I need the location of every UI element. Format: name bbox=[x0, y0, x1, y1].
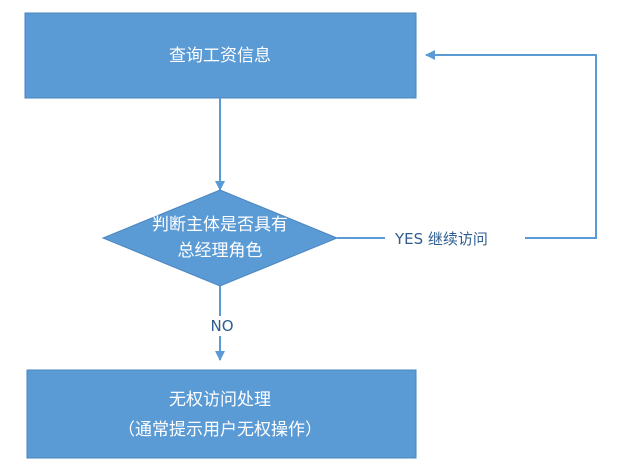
deny-label-line1: 无权访问处理 bbox=[169, 390, 271, 410]
yes-edge-label: YES 继续访问 bbox=[394, 230, 488, 248]
decision-diamond bbox=[101, 189, 339, 287]
query-node-label: 查询工资信息 bbox=[169, 46, 271, 66]
deny-node: 无权访问处理 （通常提示用户无权操作） bbox=[26, 369, 417, 459]
decision-label-line2: 总经理角色 bbox=[178, 241, 263, 261]
no-label-bg bbox=[203, 316, 241, 336]
query-node-box bbox=[24, 12, 417, 99]
deny-label-line2: （通常提示用户无权操作） bbox=[118, 420, 322, 440]
query-node: 查询工资信息 bbox=[24, 12, 417, 99]
yes-label-bg bbox=[385, 226, 525, 250]
decision-node: 判断主体是否具有 总经理角色 bbox=[101, 189, 339, 287]
no-edge-label: NO bbox=[210, 317, 233, 335]
deny-node-box bbox=[26, 369, 417, 459]
decision-label-line1: 判断主体是否具有 bbox=[152, 215, 288, 235]
